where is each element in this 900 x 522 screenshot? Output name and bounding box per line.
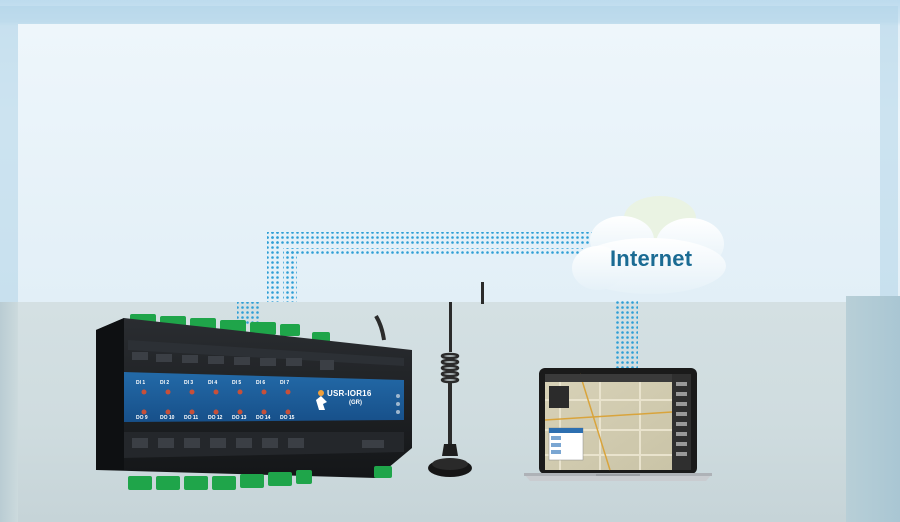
dotted-link-cloud-laptop <box>614 300 638 370</box>
floor-right-edge <box>846 296 900 522</box>
di-label: DI 5 <box>232 380 242 386</box>
cloud-icon <box>572 196 726 294</box>
sky-frame <box>18 24 880 302</box>
antenna-icon <box>428 302 472 477</box>
do-label: DO 12 <box>208 415 223 421</box>
do-label: DO 14 <box>256 415 271 421</box>
di-label-row: DI 1 DI 2 DI 3 DI 4 DI 5 DI 6 DI 7 <box>136 380 306 390</box>
do-label: DO 11 <box>184 415 199 421</box>
do-label: DO 15 <box>280 415 295 421</box>
di-label: DI 4 <box>208 380 218 386</box>
do-label: DO 9 <box>136 415 148 421</box>
di-label: DI 7 <box>280 380 290 386</box>
device-variant-label: (GR) <box>349 400 362 406</box>
brand-logo <box>316 390 327 410</box>
bottom-terminal-blocks <box>128 466 392 490</box>
do-label: DO 13 <box>232 415 247 421</box>
io-controller-icon <box>96 314 412 490</box>
di-label: DI 2 <box>160 380 170 386</box>
cloud-label: Internet <box>610 246 693 271</box>
laptop-icon <box>524 368 712 481</box>
do-label-row: DO 9 DO 10 DO 11 DO 12 DO 13 DO 14 DO 15 <box>136 415 306 425</box>
device-model-label: USR-IOR16 <box>327 389 372 398</box>
do-label: DO 10 <box>160 415 175 421</box>
di-label: DI 6 <box>256 380 266 386</box>
di-label: DI 1 <box>136 380 146 386</box>
floor-left-edge <box>0 302 18 522</box>
dotted-link-device-cloud <box>237 232 602 326</box>
device-antenna-stub <box>374 314 386 341</box>
di-label: DI 3 <box>184 380 194 386</box>
antenna-tip <box>481 282 484 304</box>
